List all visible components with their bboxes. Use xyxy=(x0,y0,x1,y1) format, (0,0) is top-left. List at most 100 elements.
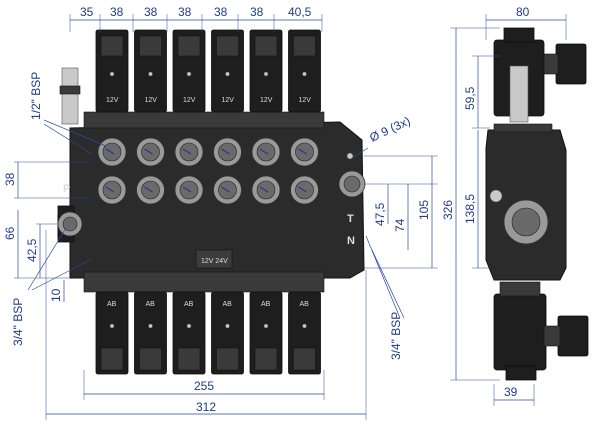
name-plate-text: 12V 24V xyxy=(201,258,228,265)
port-leader xyxy=(105,148,115,155)
top-coil-screw xyxy=(263,71,269,77)
work-port-bore xyxy=(218,180,237,200)
dim-312: 312 xyxy=(196,400,216,414)
work-port-bore xyxy=(295,142,314,162)
bottom-coil-screw xyxy=(186,323,192,329)
dim-47-5: 47,5 xyxy=(373,202,387,226)
dim-59-5: 59,5 xyxy=(463,86,477,110)
work-port-bore xyxy=(102,180,122,200)
work-port-bore xyxy=(102,142,122,162)
side-top-plate xyxy=(493,123,553,133)
port-leader xyxy=(182,186,192,193)
port-leader xyxy=(259,148,269,155)
work-port-bore xyxy=(256,142,276,162)
top-coil-screw xyxy=(148,71,153,77)
top-coil-screw xyxy=(109,71,115,77)
dimension-lines xyxy=(14,14,567,420)
top-coil-connector xyxy=(100,35,124,57)
work-ports-group xyxy=(97,137,319,205)
bottom-rail xyxy=(83,271,325,293)
bottom-coil-label: AB xyxy=(184,301,194,308)
bottom-coil-label: AB xyxy=(300,301,310,308)
dim-top-3: 38 xyxy=(144,5,158,19)
side-connector-bottom xyxy=(557,315,589,357)
dim-hole: Ø 9 (3x) xyxy=(367,114,412,145)
outlet-port-bore xyxy=(343,175,361,193)
work-port-bore xyxy=(179,180,199,200)
bottom-coil-connector xyxy=(216,347,239,371)
work-port-bore xyxy=(141,142,160,162)
port-leader xyxy=(298,186,307,193)
dimension-texts: 35 38 38 38 38 38 40,5 1/2" BSP 38 66 42… xyxy=(3,5,530,414)
dim-66: 66 xyxy=(3,226,17,240)
bottom-coil-label: AB xyxy=(223,301,233,308)
top-coil-label: 12V xyxy=(260,97,273,104)
top-coil-label: 12V xyxy=(299,97,312,104)
side-coil-bottom-cap xyxy=(505,365,537,381)
top-coil-connector xyxy=(177,35,201,57)
top-rail xyxy=(83,111,325,129)
name-plate xyxy=(195,249,233,269)
dim-326: 326 xyxy=(441,200,455,220)
work-port-bore xyxy=(218,142,237,162)
work-port-bore xyxy=(141,180,160,200)
bottom-coil-label: AB xyxy=(146,301,156,308)
dim-bsp-34-left: 3/4" BSP xyxy=(11,298,25,346)
top-coil-screw xyxy=(302,71,307,77)
dim-bsp-half: 1/2" BSP xyxy=(29,72,43,120)
bottom-coil-screw xyxy=(302,323,307,329)
side-coil-bottom xyxy=(493,293,547,371)
side-port-bore xyxy=(511,207,541,237)
port-leader xyxy=(259,186,269,193)
inlet-port-bore xyxy=(62,216,78,232)
dim-80: 80 xyxy=(516,5,530,19)
bottom-coil-connector xyxy=(177,347,201,371)
work-port-bore xyxy=(179,142,199,162)
relief-valve xyxy=(61,67,79,125)
side-connector-bottom-joint xyxy=(543,325,561,347)
top-coil-connector xyxy=(139,35,162,57)
port-leader xyxy=(221,148,230,155)
bottom-coils-group: AB AB AB AB AB AB xyxy=(95,291,321,375)
label-p: P xyxy=(63,183,70,195)
label-t: T xyxy=(347,213,354,225)
port-leader xyxy=(144,186,153,193)
top-coil-connector xyxy=(216,35,239,57)
bottom-coil-label: AB xyxy=(107,301,117,308)
top-coil-label: 12V xyxy=(145,97,158,104)
side-connector-top xyxy=(555,43,587,85)
label-n: N xyxy=(347,235,355,247)
dim-74: 74 xyxy=(393,218,407,232)
dim-top-2: 38 xyxy=(110,5,124,19)
side-connector-top-joint xyxy=(543,53,559,75)
bottom-coil-label: AB xyxy=(261,301,271,308)
dim-138-5: 138,5 xyxy=(463,194,477,224)
dim-top-1: 35 xyxy=(80,5,94,19)
side-plug xyxy=(489,189,503,203)
dim-10: 10 xyxy=(49,288,63,302)
top-coil-connector xyxy=(293,35,316,57)
side-stem xyxy=(509,65,529,123)
dim-42-5: 42,5 xyxy=(25,238,39,262)
port-leader xyxy=(182,148,192,155)
port-leader xyxy=(144,148,153,155)
dim-105: 105 xyxy=(417,200,431,220)
side-bottom-neck xyxy=(499,281,541,297)
dim-top-7: 40,5 xyxy=(288,5,312,19)
port-leader xyxy=(221,186,230,193)
top-coil-label: 12V xyxy=(222,97,235,104)
bottom-coil-connector xyxy=(139,347,162,371)
dim-top-5: 38 xyxy=(214,5,228,19)
top-coil-connector xyxy=(254,35,278,57)
bottom-coil-connector xyxy=(254,347,278,371)
dim-top-6: 38 xyxy=(250,5,264,19)
bottom-coil-connector xyxy=(100,347,124,371)
side-coil-top-cap xyxy=(503,27,535,43)
top-coil-label: 12V xyxy=(106,97,119,104)
dim-255: 255 xyxy=(194,379,214,393)
work-port-bore xyxy=(256,180,276,200)
